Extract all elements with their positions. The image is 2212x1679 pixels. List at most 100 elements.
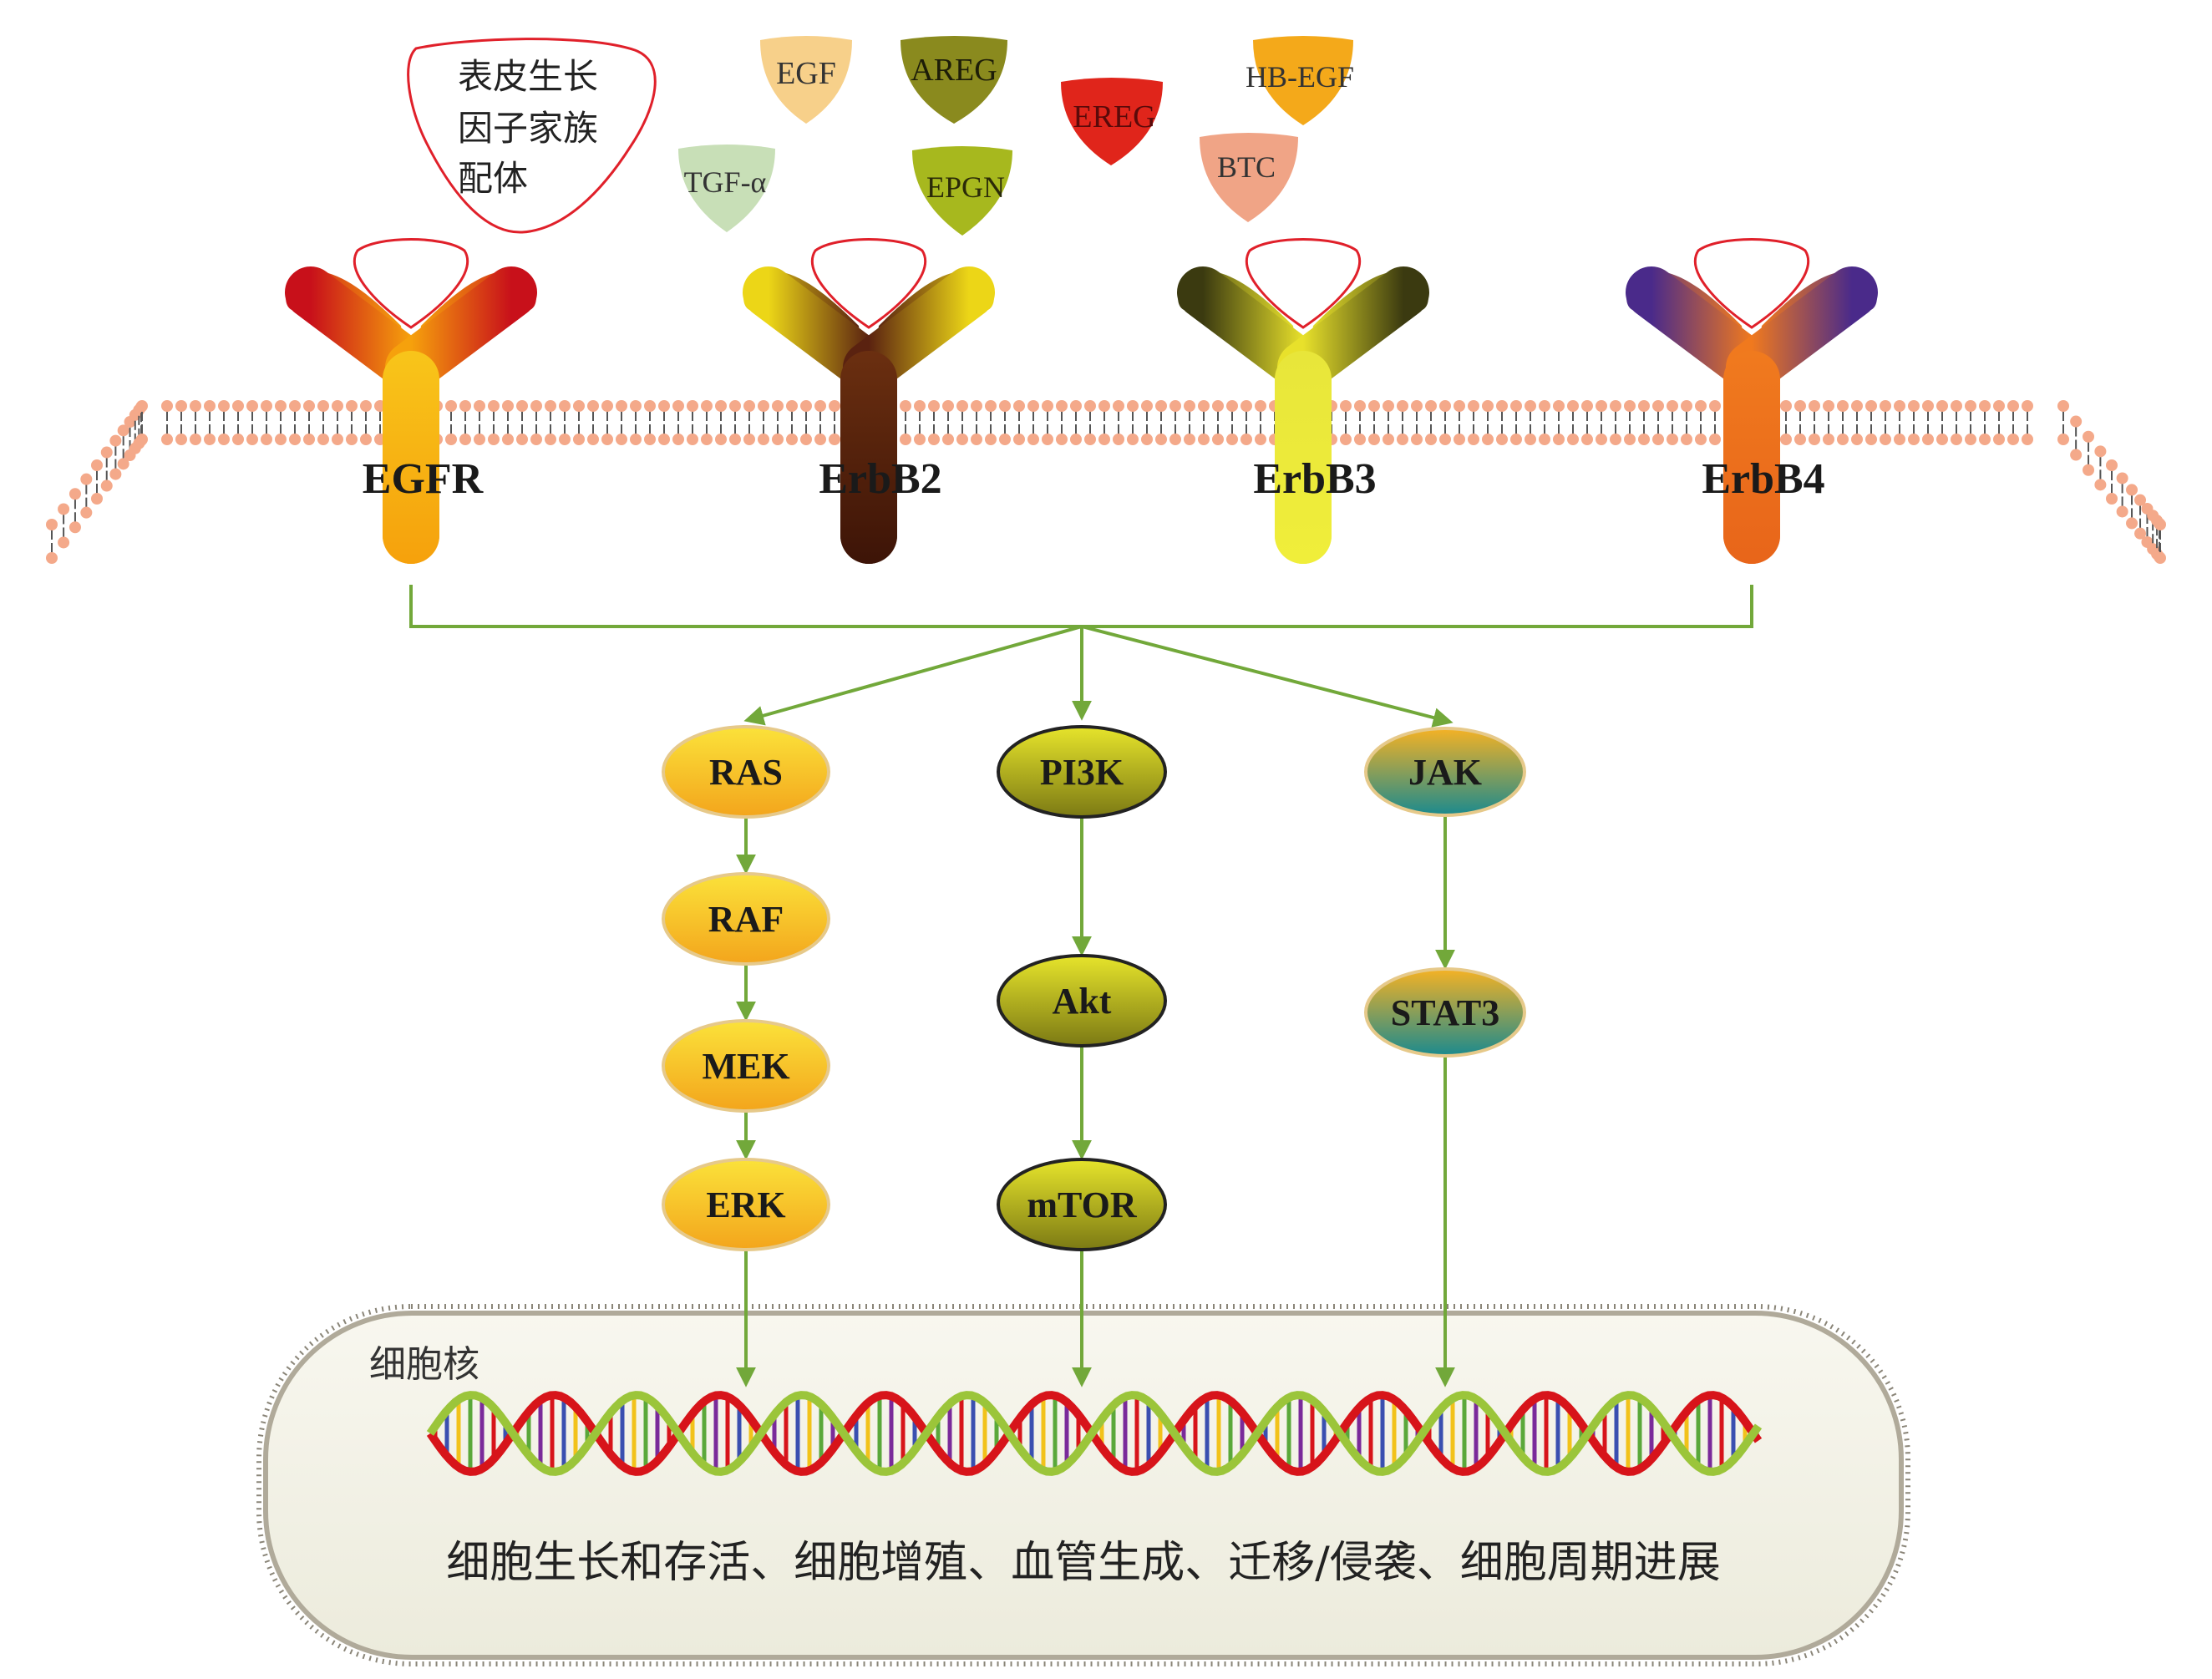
ligand-legend: 表皮生长 因子家族 配体: [407, 38, 657, 234]
lipid: [275, 400, 287, 445]
lipid: [928, 400, 940, 445]
lipid: [1681, 400, 1692, 445]
lipid: [445, 400, 457, 445]
lipid: [942, 400, 954, 445]
ligand-binding-pocket: [810, 238, 927, 329]
lipid: [2154, 519, 2166, 564]
node-ras: RAS: [662, 725, 830, 819]
lipid: [459, 400, 471, 445]
lipid: [1354, 400, 1366, 445]
ligand-epgn-shape: [912, 146, 1012, 236]
lipid: [117, 424, 129, 470]
lipid: [175, 400, 187, 445]
lipid: [1809, 400, 1820, 445]
node-stat3-shape: [1364, 967, 1526, 1058]
receptor-erbb2: ErbB2: [743, 238, 995, 564]
lipid: [1567, 400, 1579, 445]
ligand-binding-pocket: [1245, 238, 1362, 329]
lipid: [530, 400, 542, 445]
ligand-legend-line1: 表皮生长: [458, 56, 598, 97]
lipid: [58, 503, 70, 549]
lipid: [687, 400, 698, 445]
lipid: [68, 488, 81, 534]
lipid: [800, 400, 812, 445]
lipid: [488, 400, 500, 445]
node-mek-shape: [662, 1019, 830, 1113]
lipid: [1368, 400, 1380, 445]
lipid: [587, 400, 599, 445]
lipid: [1027, 400, 1039, 445]
node-mtor: mTOR: [997, 1158, 1167, 1251]
lipid: [1382, 400, 1394, 445]
lipid: [317, 400, 329, 445]
node-jak-shape: [1364, 727, 1526, 817]
lipid: [1056, 400, 1068, 445]
receptor-label: EGFR: [363, 455, 485, 503]
node-ras-shape: [662, 725, 830, 819]
lipid: [2134, 494, 2147, 540]
ligand-legend-line2: 因子家族: [458, 108, 598, 149]
ligand-binding-pocket: [1693, 238, 1810, 329]
ligand-egf: EGF: [760, 36, 852, 124]
lipid: [985, 400, 997, 445]
arrow-to-ras: [743, 625, 1083, 726]
lipid: [1226, 400, 1238, 445]
ligand-areg-label: AREG: [911, 53, 997, 88]
receptor-label: ErbB3: [1253, 455, 1376, 503]
nucleus-label: 细胞核: [369, 1343, 479, 1386]
lipid: [701, 400, 713, 445]
lipid: [1936, 400, 1948, 445]
receptor-connector: [409, 585, 1753, 728]
ligand-hb-egf: HB-EGF: [1246, 36, 1354, 125]
lipid: [971, 400, 982, 445]
ligand-tgf-alpha: TGF-α: [678, 145, 775, 232]
ligand-ereg: EREG: [1061, 78, 1163, 165]
lipid: [715, 400, 727, 445]
lipid: [1851, 400, 1863, 445]
lipid: [573, 400, 585, 445]
lipid: [1525, 400, 1536, 445]
lipid: [1638, 400, 1650, 445]
lipid: [729, 400, 741, 445]
lipid: [1596, 400, 1607, 445]
lipid: [1454, 400, 1465, 445]
lipid: [1496, 400, 1508, 445]
lipid: [80, 473, 93, 519]
node-akt-shape: [997, 954, 1167, 1047]
lipid: [1780, 400, 1792, 445]
lipid: [743, 400, 755, 445]
lipid: [559, 400, 571, 445]
node-mek-label: MEK: [702, 1046, 789, 1087]
ligand-legend-line3: 配体: [458, 158, 528, 199]
lipid: [516, 400, 528, 445]
lipid: [2022, 400, 2033, 445]
lipid: [1070, 400, 1082, 445]
lipid: [474, 400, 485, 445]
ligand-btc: BTC: [1200, 133, 1298, 222]
lipid: [1951, 400, 1962, 445]
lipid: [218, 400, 230, 445]
ligand-group: EGF AREG TGF-α EPGN EREG HB-EGF BTC: [678, 36, 1354, 236]
lipid: [1084, 400, 1096, 445]
receptor-erbb3: ErbB3: [1177, 238, 1429, 564]
node-pi3k: PI3K: [997, 725, 1167, 819]
lipid: [1652, 400, 1664, 445]
lipid: [124, 416, 136, 462]
dna-double-helix: [426, 1391, 1763, 1476]
ligand-areg-shape: [901, 36, 1007, 124]
lipid: [900, 400, 911, 445]
lipid: [1240, 400, 1252, 445]
lipid: [261, 400, 272, 445]
dna-strand-b: [426, 1391, 1763, 1476]
node-mek: MEK: [662, 1019, 830, 1113]
ligand-binding-pocket: [353, 238, 469, 329]
lipid: [1894, 400, 1905, 445]
ligand-ereg-shape: [1061, 78, 1163, 165]
receptor-bracket: [409, 585, 1753, 628]
lipid: [91, 459, 103, 505]
